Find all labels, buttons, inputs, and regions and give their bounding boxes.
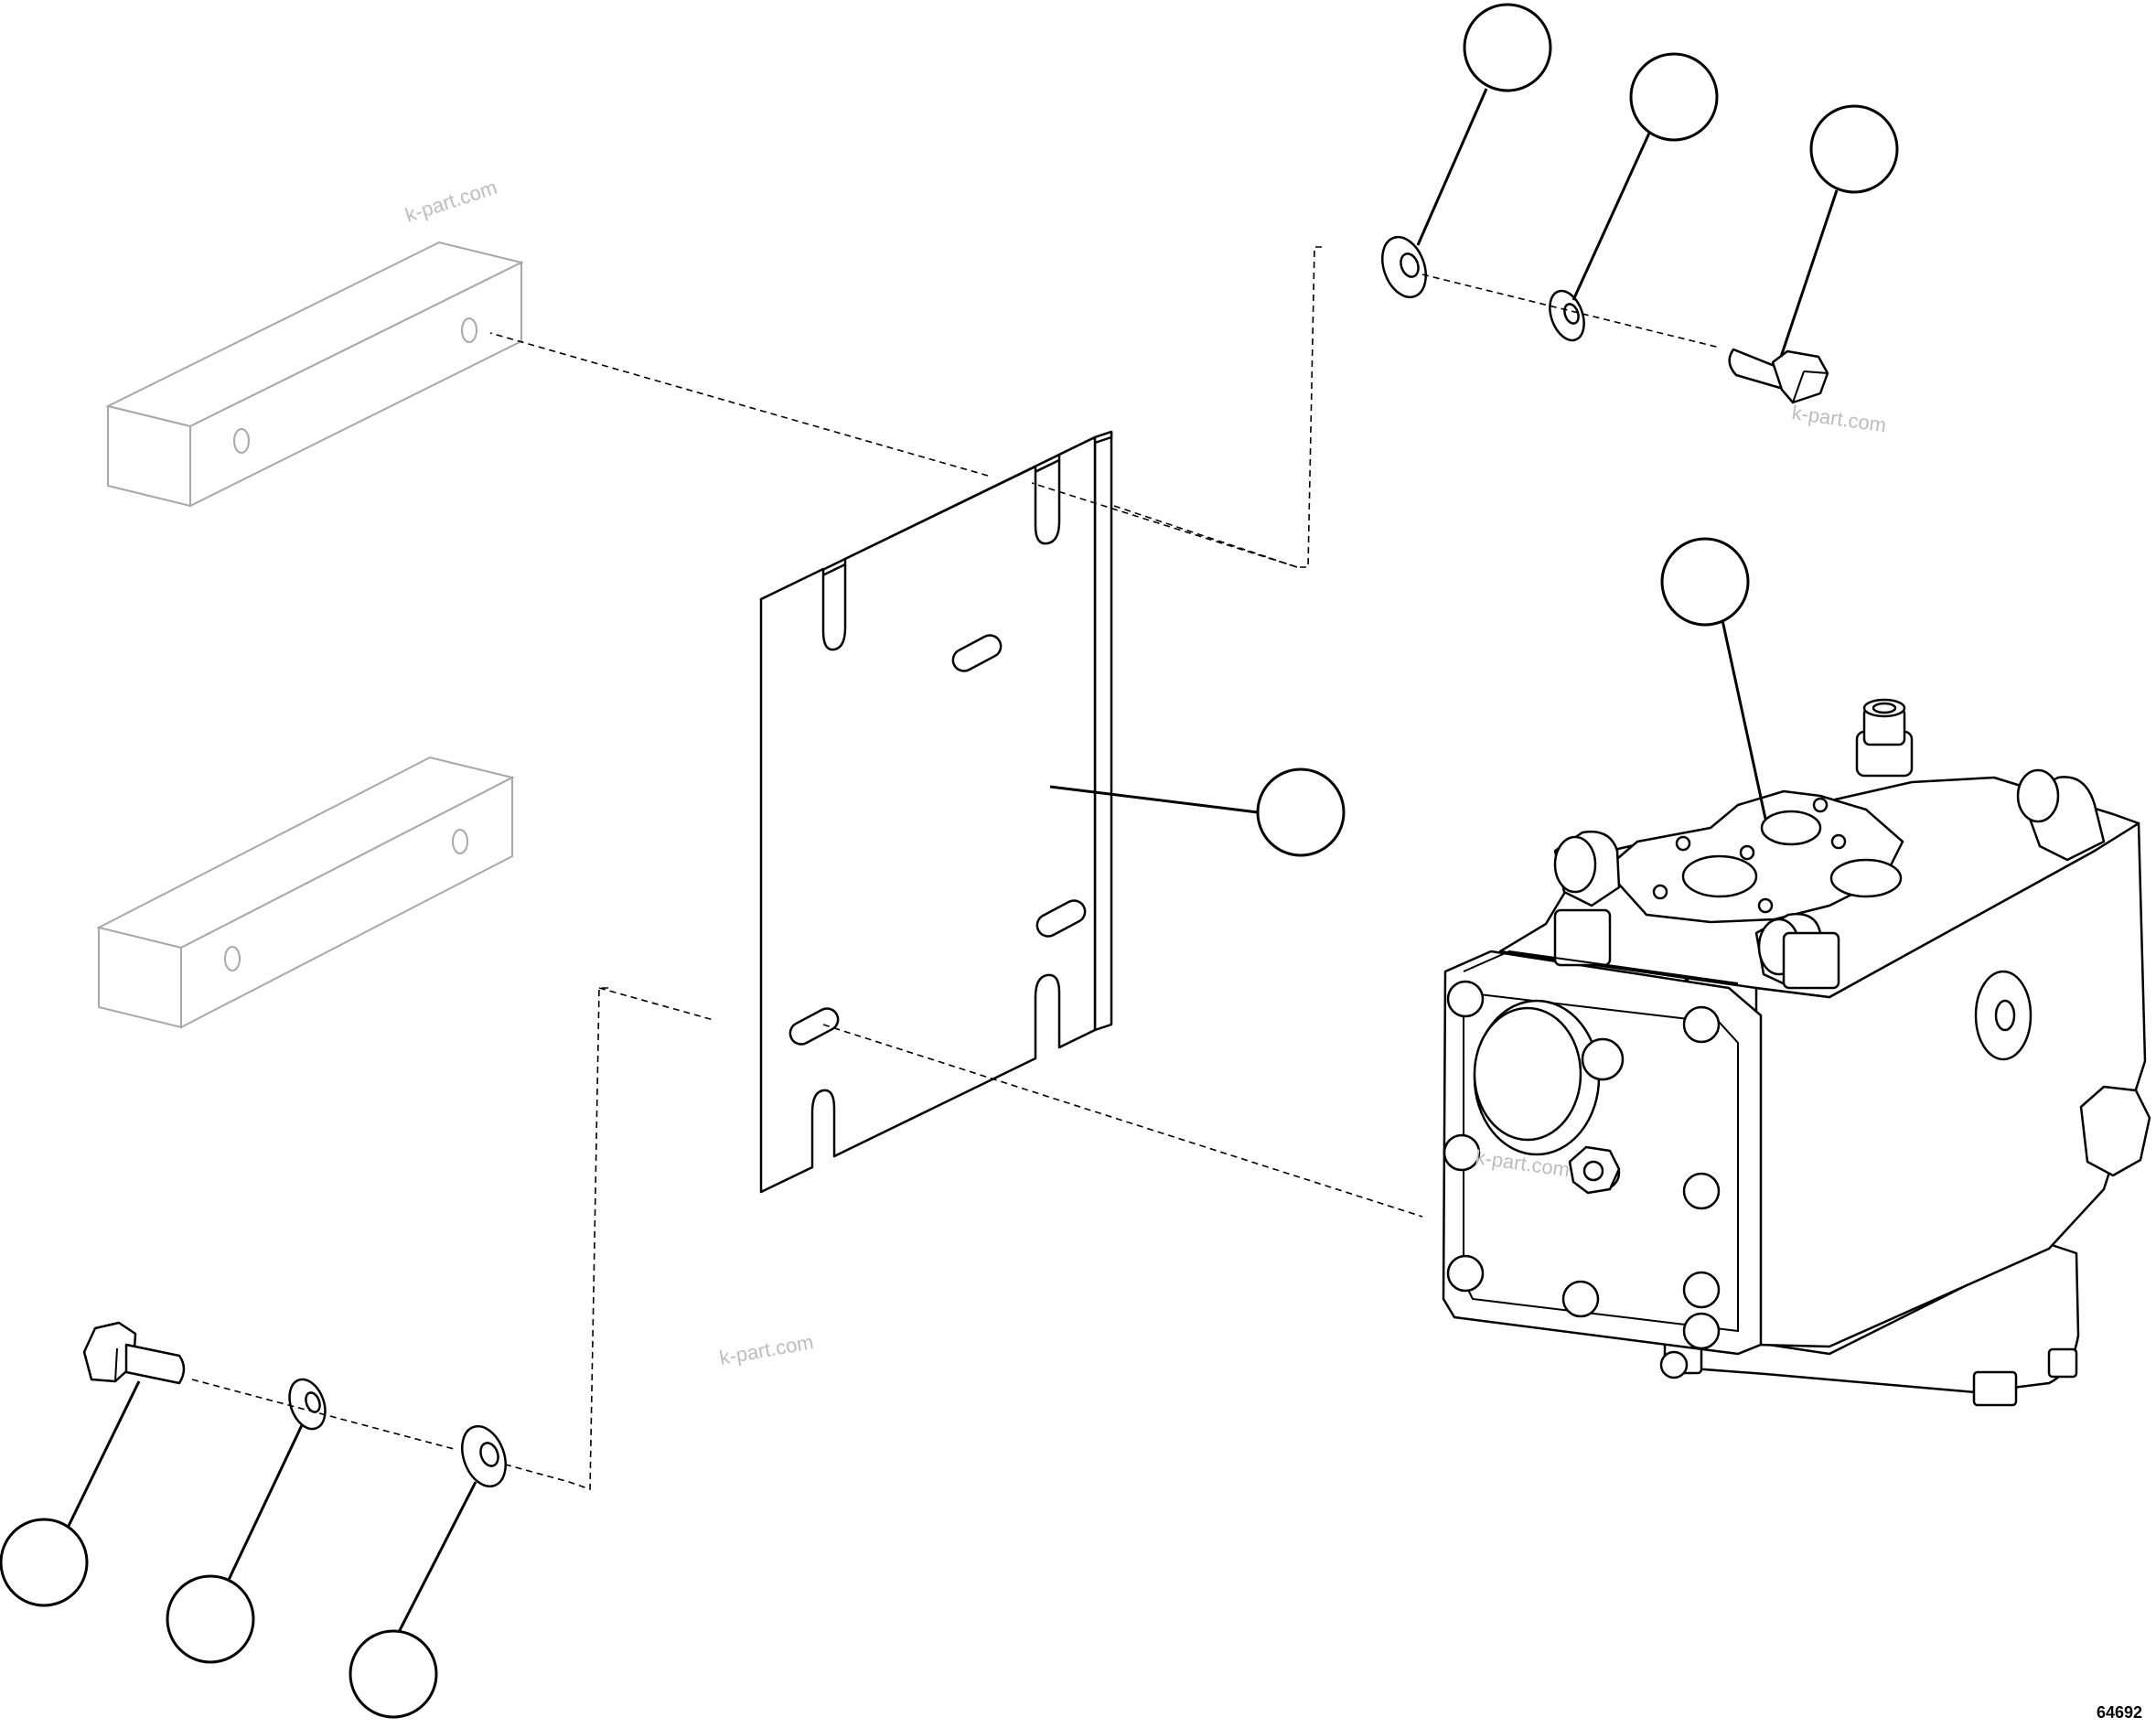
flat-washer-top [1381, 235, 1427, 299]
frame-block-lower [96, 756, 515, 1029]
callout-washer-top-lock [1629, 52, 1719, 142]
drawing-number: 64692 [2097, 1703, 2142, 1722]
watermark-text: k-part.com [402, 176, 500, 227]
lock-washer-bottom [288, 1378, 327, 1431]
callout-bolt-top [1809, 104, 1899, 194]
watermark-text: k-part.com [718, 1330, 816, 1369]
hex-bolt-bottom [82, 1321, 186, 1385]
watermark-text: k-part.com [1790, 401, 1887, 436]
lock-washer-top [1549, 289, 1585, 342]
callout-washer-bottom-lock [166, 1574, 255, 1664]
callout-pump-assembly [1660, 537, 1750, 627]
callout-washer-top-flat [1463, 3, 1552, 92]
callout-leaders [67, 88, 1839, 1638]
assembly-guide-lines [191, 246, 1721, 1491]
top-fittings [1553, 698, 2106, 990]
cover-bolts [1443, 980, 1721, 1379]
callout-washer-bottom-flat [349, 1629, 438, 1719]
mounting-plate [759, 430, 1113, 1194]
callout-mounting-plate [1256, 767, 1346, 857]
svg-text:-: - [1682, 969, 1691, 988]
flat-washer-bottom [461, 1424, 507, 1488]
frame-block-upper [105, 241, 524, 508]
hydraulic-pump-assembly: - [1442, 698, 2151, 1407]
hex-bolt-top [1728, 348, 1829, 404]
callout-bolt-bottom [0, 1518, 89, 1607]
